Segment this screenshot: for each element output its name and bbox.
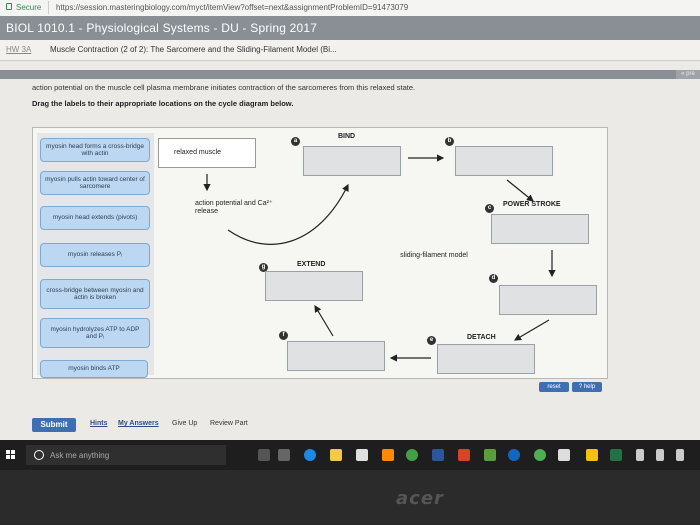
breadcrumb: HW 3A Muscle Contraction (2 of 2): The S… xyxy=(0,40,700,61)
network-icon[interactable] xyxy=(676,449,684,461)
browser-address-bar[interactable]: Secure https://session.masteringbiology.… xyxy=(0,0,700,17)
prev-part-button[interactable]: « pre xyxy=(676,70,700,79)
brand-logo: acer xyxy=(396,488,444,509)
drop-target-f[interactable] xyxy=(287,341,385,371)
url-text[interactable]: https://session.masteringbiology.com/myc… xyxy=(56,3,409,12)
course-header: BIOL 1010.1 - Physiological Systems - DU… xyxy=(0,16,700,40)
step-detach: DETACH xyxy=(467,334,496,341)
secure-label: Secure xyxy=(16,3,42,12)
marker-a: a xyxy=(291,137,300,146)
my-answers-link[interactable]: My Answers xyxy=(118,420,159,427)
draggable-label[interactable]: myosin pulls actin toward center of sarc… xyxy=(40,171,150,195)
powerpoint-icon[interactable] xyxy=(458,449,470,461)
volume-icon[interactable] xyxy=(656,449,664,461)
edge-icon[interactable] xyxy=(304,449,316,461)
reset-button[interactable]: reset xyxy=(539,382,569,392)
help-button[interactable]: ? help xyxy=(572,382,602,392)
app-icon[interactable] xyxy=(484,449,496,461)
drop-target-g[interactable] xyxy=(265,271,363,301)
cycle-arrows xyxy=(203,154,556,362)
drop-target-a[interactable] xyxy=(303,146,401,176)
drop-target-b[interactable] xyxy=(455,146,553,176)
step-power-stroke: POWER STROKE xyxy=(503,201,561,208)
app-icon[interactable] xyxy=(586,449,598,461)
draggable-label[interactable]: cross-bridge between myosin and actin is… xyxy=(40,279,150,309)
marker-e: e xyxy=(427,336,436,345)
arrow-b-to-c xyxy=(506,179,534,202)
divider xyxy=(48,1,49,14)
step-extend: EXTEND xyxy=(297,261,326,268)
store-icon[interactable] xyxy=(356,449,368,461)
draggable-label[interactable]: myosin head extends (pivots) xyxy=(40,206,150,230)
amazon-icon[interactable] xyxy=(558,449,570,461)
arrow-f-to-g xyxy=(314,304,334,337)
give-up-link[interactable]: Give Up xyxy=(172,420,198,427)
curved-arrow-center xyxy=(227,183,349,245)
step-bind: BIND xyxy=(338,133,356,140)
marker-g: g xyxy=(259,263,268,272)
relaxed-muscle-box: relaxed muscle xyxy=(158,138,256,168)
review-part-link[interactable]: Review Part xyxy=(210,420,248,427)
hw-link[interactable]: HW 3A xyxy=(6,45,32,54)
mic-icon[interactable] xyxy=(258,449,270,461)
submit-button[interactable]: Submit xyxy=(32,418,76,432)
draggable-label[interactable]: myosin binds ATP xyxy=(40,360,148,378)
sliding-filament-text: sliding-filament model xyxy=(400,252,468,259)
app-icon[interactable] xyxy=(382,449,394,461)
diagram-panel: myosin head forms a cross-bridge with ac… xyxy=(32,127,608,379)
hints-link[interactable]: Hints xyxy=(90,420,108,427)
ie-icon[interactable] xyxy=(508,449,520,461)
tray-icon[interactable] xyxy=(636,449,644,461)
cortana-icon xyxy=(34,450,44,460)
marker-d: d xyxy=(489,274,498,283)
file-explorer-icon[interactable] xyxy=(330,449,342,461)
taskbar: Ask me anything xyxy=(0,440,700,470)
drop-target-c[interactable] xyxy=(491,214,589,244)
draggable-label[interactable]: myosin hydrolyzes ATP to ADP and Pᵢ xyxy=(40,318,150,348)
excel-icon[interactable] xyxy=(610,449,622,461)
action-potential-text: action potential and Ca²⁺ release xyxy=(195,200,273,216)
marker-f: f xyxy=(279,331,288,340)
drop-target-e[interactable] xyxy=(437,344,535,374)
task-view-icon[interactable] xyxy=(278,449,290,461)
lock-icon xyxy=(6,3,12,10)
part-banner: « pre xyxy=(0,70,700,79)
instruction-context: action potential on the muscle cell plas… xyxy=(32,83,416,92)
draggable-label[interactable]: myosin releases Pᵢ xyxy=(40,243,150,267)
drop-target-d[interactable] xyxy=(499,285,597,315)
word-icon[interactable] xyxy=(432,449,444,461)
arrow-d-to-e xyxy=(513,319,550,341)
marker-c: c xyxy=(485,204,494,213)
assignment-title: Muscle Contraction (2 of 2): The Sarcome… xyxy=(50,45,337,54)
search-placeholder: Ask me anything xyxy=(50,451,110,460)
windows-start-icon[interactable] xyxy=(6,450,16,460)
instruction-prompt: Drag the labels to their appropriate loc… xyxy=(32,99,294,108)
chrome-icon[interactable] xyxy=(534,449,546,461)
chrome-icon[interactable] xyxy=(406,449,418,461)
draggable-label[interactable]: myosin head forms a cross-bridge with ac… xyxy=(40,138,150,162)
laptop-bezel xyxy=(0,470,700,525)
marker-b: b xyxy=(445,137,454,146)
taskbar-search[interactable]: Ask me anything xyxy=(26,445,226,465)
course-title: BIOL 1010.1 - Physiological Systems - DU… xyxy=(6,21,318,35)
